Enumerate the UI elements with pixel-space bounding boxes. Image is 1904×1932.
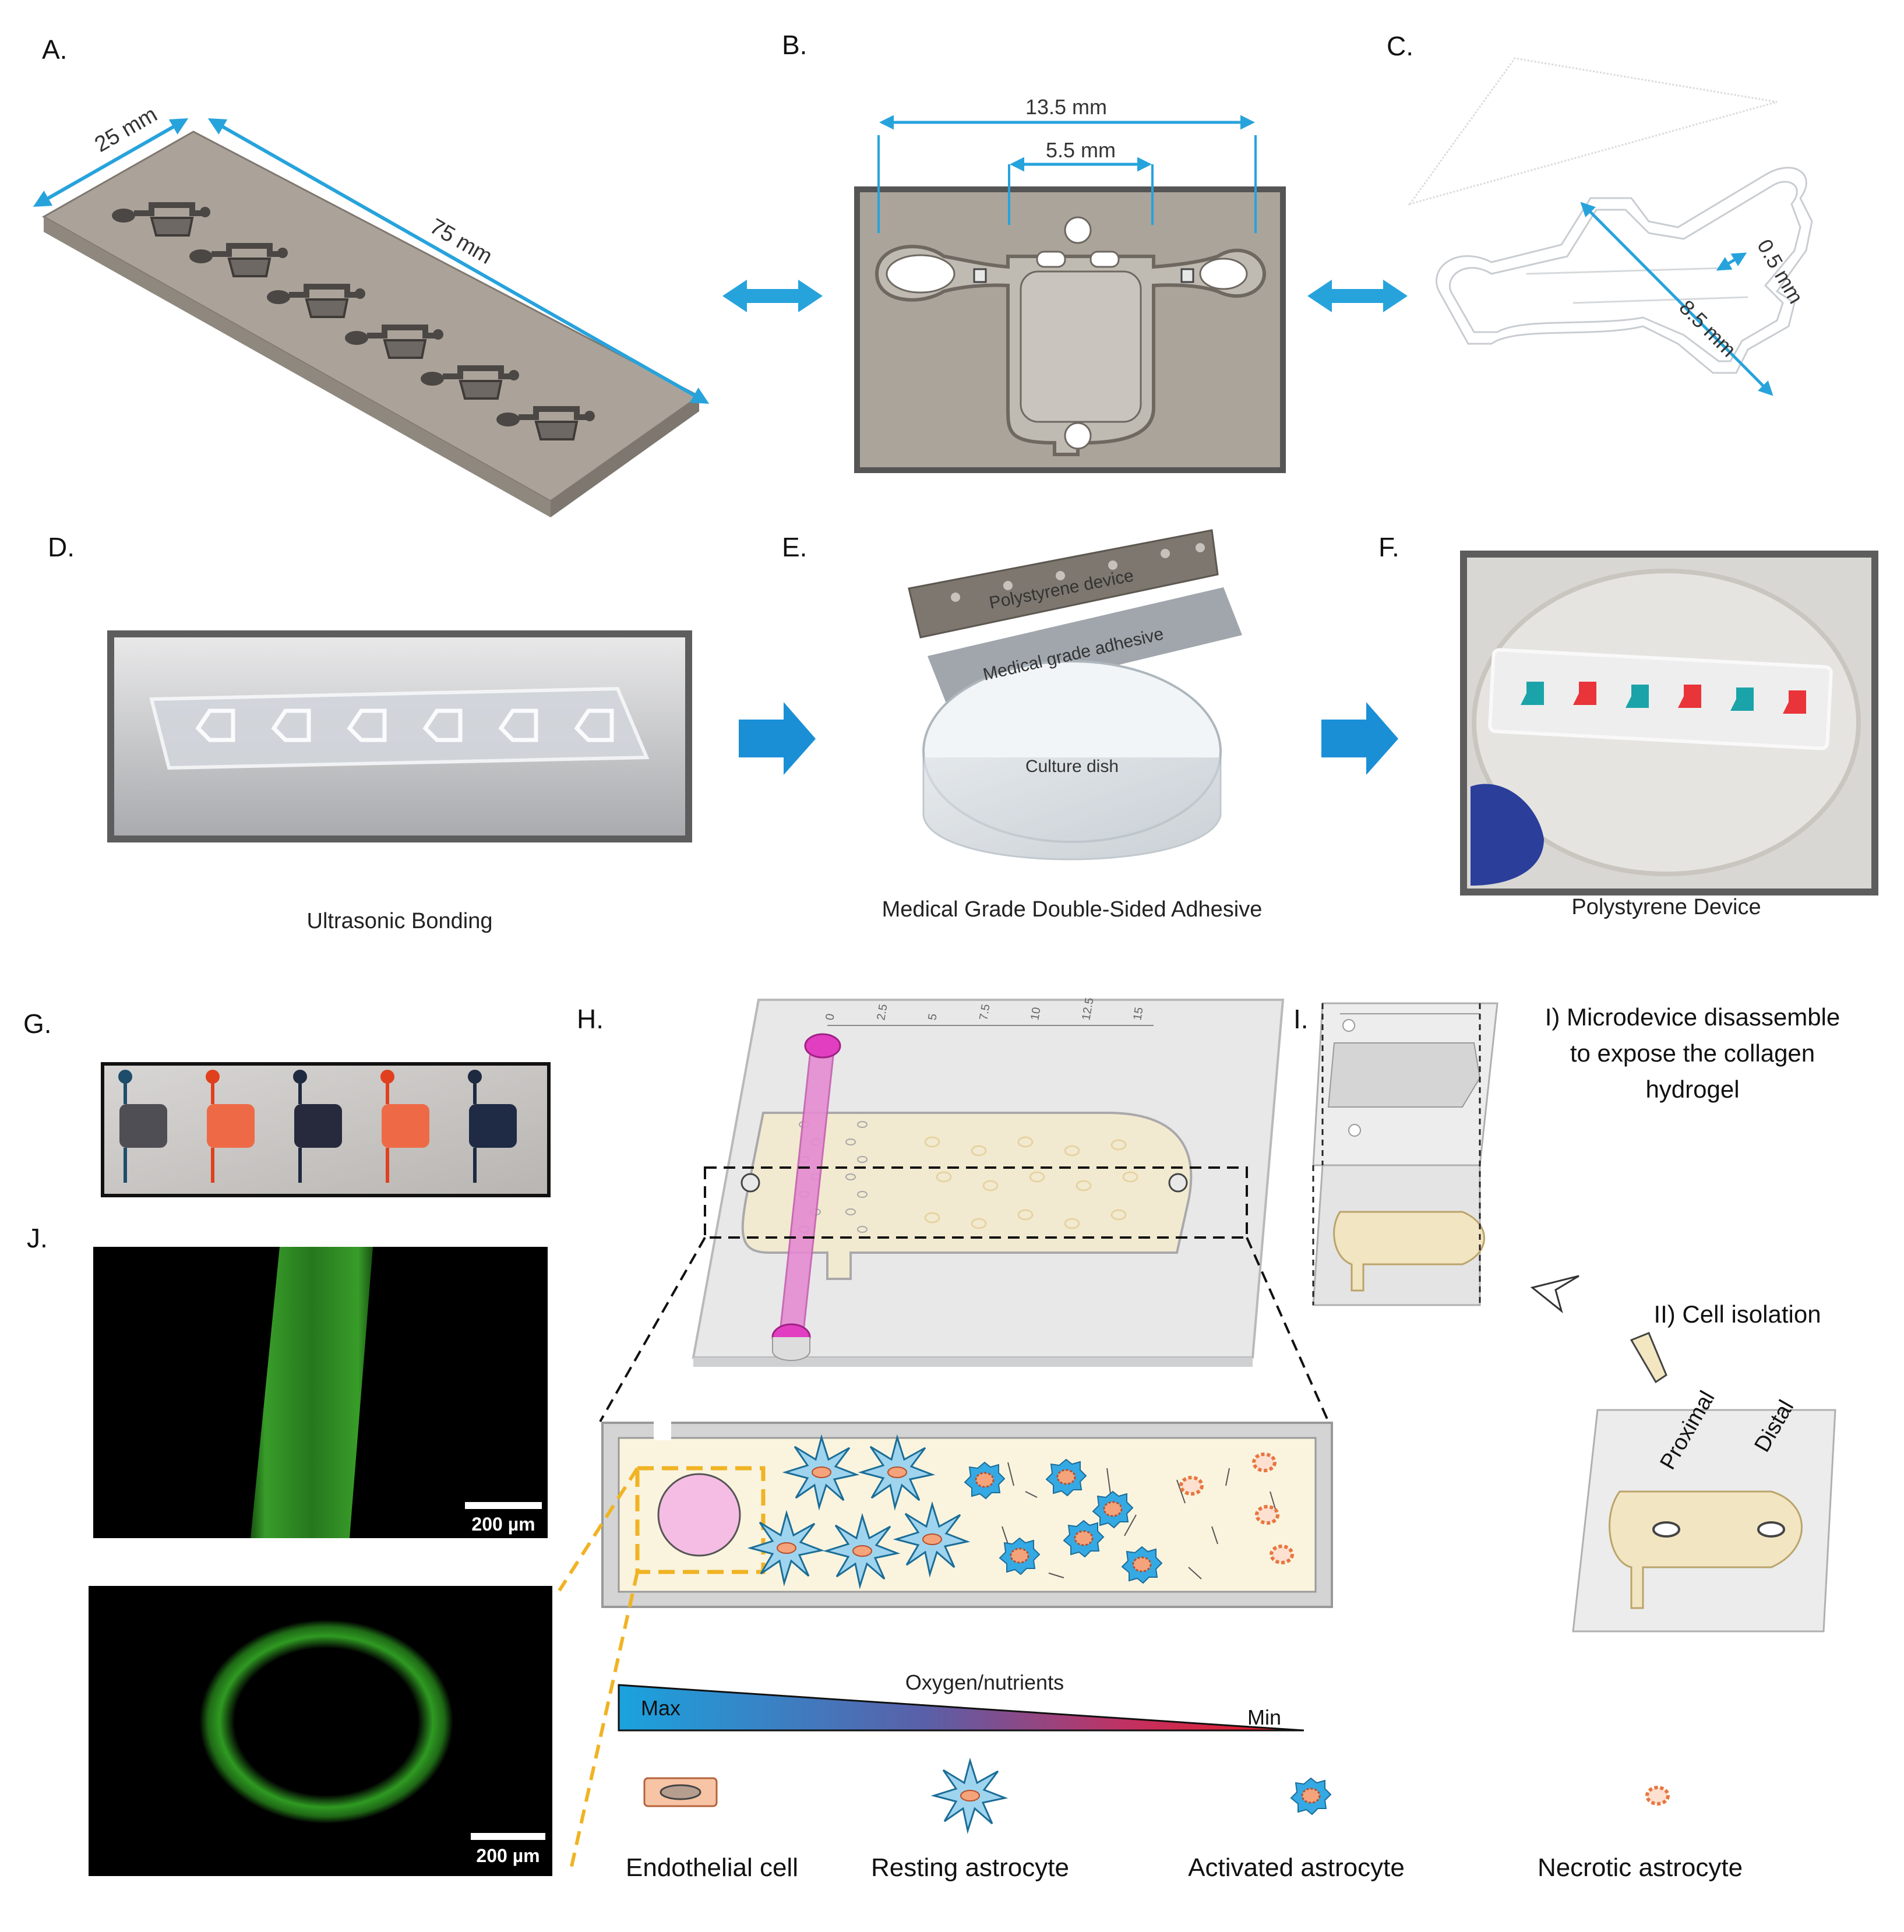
panel-label-b: B. [782,30,808,60]
step1-line2: to expose the collagen [1570,1039,1815,1067]
scalebar-bottom-label: 200 µm [476,1845,540,1866]
panel-h: 0 2.5 5 7.5 10 12.5 15 [558,997,1743,1882]
panel-label-c: C. [1387,31,1413,61]
scalebar-top-label: 200 µm [471,1514,535,1535]
necrotic-astrocyte-1 [1181,1478,1202,1494]
legend-endothelial-icon [643,1777,718,1807]
wire-device-outer [1436,167,1813,374]
step-arrow [1530,1275,1579,1314]
panel-label-h: H. [577,1004,604,1034]
gel-pores [924,1136,1138,1229]
panel-b: 13.5 mm 5.5 mm [854,95,1286,473]
legend-label-endothelial: Endothelial cell [626,1853,798,1882]
endothelial-zoom-box [635,1466,766,1574]
left-inlet [886,254,955,294]
ruler: 0 2.5 5 7.5 10 12.5 15 [823,997,1154,1026]
panel-e: Polystyrene device Medical grade adhesiv… [908,529,1242,861]
scalebar-bottom [471,1833,545,1840]
oxygen-gradient-wedge [618,1684,1304,1732]
arrow-d-to-e [739,702,816,775]
glove [1471,784,1544,886]
step2-label: II) Cell isolation [1653,1300,1821,1328]
double-arrow-bc [1307,280,1408,312]
caption-polystyrene-device: Polystyrene Device [1571,895,1761,919]
panel-label-g: G. [23,1009,52,1039]
panel-d [107,630,692,842]
legend-activated-icon [1290,1777,1332,1815]
slot-left [1036,251,1066,268]
gradient-max: Max [641,1696,680,1720]
double-arrow-ab [722,280,823,312]
dim-label-13-5mm: 13.5 mm [1025,95,1107,119]
dim-label-5-5mm: 5.5 mm [1046,138,1116,162]
gel-chamber [741,1112,1193,1280]
necrotic-astrocyte-3 [1257,1507,1278,1523]
necrotic-astrocyte-2 [1254,1454,1275,1471]
arrow-e-to-f [1321,702,1398,775]
lumen-cross-section [657,1473,741,1557]
pipette-tip [1630,1332,1667,1384]
vessel-green-tube [251,1247,373,1538]
dim-arrow-8-5mm [1580,202,1773,396]
panel-label-e: E. [782,532,808,562]
panel-f [1460,551,1878,896]
caption-ultrasonic-bonding: Ultrasonic Bonding [306,909,493,933]
bottom-port [1064,422,1092,450]
needle-guide-right [1180,268,1194,283]
dim-arrow-25mm [33,118,189,207]
panel-label-f: F. [1378,532,1399,562]
needle-guide-left [973,268,987,283]
culture-dish-wall [922,757,1222,861]
ruler-tick-0: 0 [823,1013,837,1021]
legend-resting-icon [933,1760,1006,1832]
legend-label-activated: Activated astrocyte [1188,1853,1405,1882]
lid-triangle [1408,57,1778,206]
legend-necrotic-icon [1647,1788,1668,1804]
ruler-tick-2-5: 2.5 [875,1003,890,1021]
step1-line1: I) Microdevice disassemble [1545,1003,1840,1031]
right-inlet [1199,258,1248,290]
gradient-title: Oxygen/nutrients [905,1670,1064,1694]
slide-side-right [551,396,699,517]
panel-i: I) Microdevice disassemble to expose the… [1312,1002,1840,1633]
device-layer [908,529,1219,639]
necrotic-astrocyte-4 [1271,1546,1292,1563]
wire-device-inner [1449,181,1801,362]
panel-label-i: I. [1293,1004,1309,1034]
panel-a: 25 mm 75 mm [33,102,710,517]
panel-c [1408,57,1813,396]
label-culture-dish: Culture dish [1025,757,1119,776]
panel-label-d: D. [48,532,75,562]
dim-label-0-5mm: 0.5 mm [1753,235,1808,308]
ruler-tick-5: 5 [926,1013,940,1021]
slide-top [41,131,701,502]
chamber [1020,270,1142,423]
step1-line3: hydrogel [1645,1076,1739,1103]
panel-g [101,1062,551,1197]
dim-arrow-0-5mm [1716,252,1747,271]
legend-label-necrotic: Necrotic astrocyte [1538,1853,1743,1882]
top-port [1064,216,1092,244]
scalebar-top [465,1502,542,1509]
dim-label-8-5mm: 8.5 mm [1674,295,1741,362]
ruler-tick-15: 15 [1131,1006,1146,1021]
caption-adhesive: Medical Grade Double-Sided Adhesive [882,897,1263,922]
zoom-region-dashed [704,1166,1248,1239]
gradient-min: Min [1247,1705,1281,1729]
dim-label-25mm: 25 mm [91,102,162,157]
vessel-lumen-ring [199,1620,453,1824]
legend-label-resting: Resting astrocyte [871,1853,1069,1882]
dim-arrow-75mm [207,118,710,404]
ruler-tick-10: 10 [1028,1006,1043,1021]
panel-label-a: A. [42,34,68,65]
slot-right [1089,251,1120,268]
ruler-tick-7-5: 7.5 [977,1003,992,1021]
lumen-top-port [804,1033,841,1059]
panel-label-j: J. [27,1223,48,1253]
isolation-gel [1609,1490,1803,1609]
panel-j: 200 µm 200 µm [89,1247,552,1876]
